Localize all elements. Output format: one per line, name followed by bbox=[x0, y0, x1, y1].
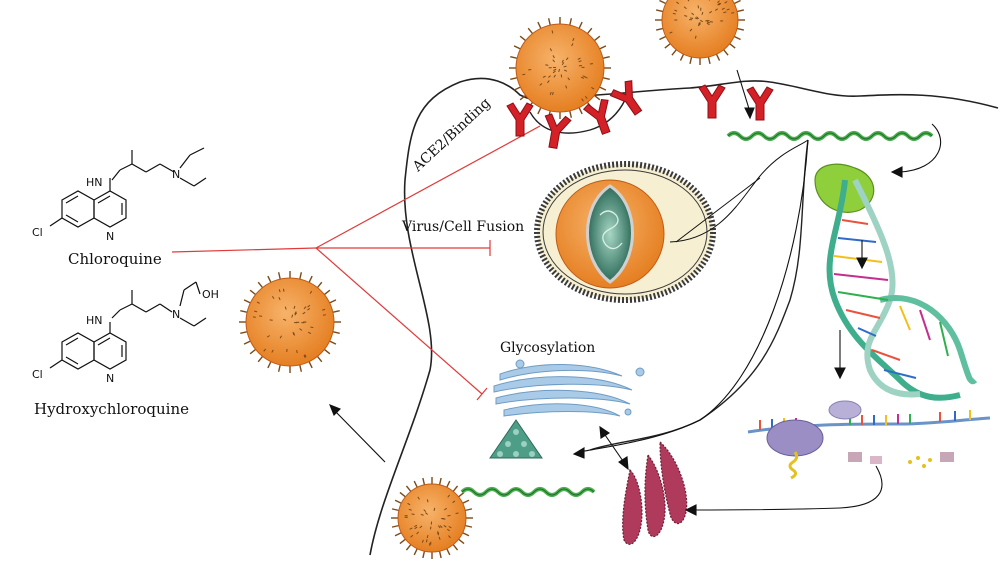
label-chloroquine: Chloroquine bbox=[68, 250, 162, 268]
process-labels: ACE2/Binding Virus/Cell Fusion Glycosyla… bbox=[34, 95, 595, 418]
hcq-atom-nh: HN bbox=[86, 314, 103, 327]
viral-rna-bottom bbox=[462, 489, 594, 495]
endoplasmic-reticulum bbox=[623, 442, 687, 544]
golgi-apparatus bbox=[494, 360, 644, 416]
cq-atom-n-amine: N bbox=[172, 168, 180, 181]
hcq-atom-oh: OH bbox=[202, 288, 219, 301]
cq-atom-cl: Cl bbox=[32, 226, 43, 239]
inhibition-lines bbox=[172, 126, 540, 400]
chloroquine-structure bbox=[50, 148, 206, 227]
translation-strand bbox=[748, 401, 990, 478]
vesicle-cluster bbox=[490, 420, 542, 458]
ace2-receptor-5 bbox=[699, 85, 725, 118]
endosome bbox=[537, 140, 808, 300]
viral-rna-top bbox=[728, 133, 932, 139]
ace2-receptor-2 bbox=[540, 113, 571, 150]
virus-exiting bbox=[391, 477, 473, 559]
virus-free bbox=[239, 271, 341, 373]
replication-complex bbox=[815, 164, 975, 398]
cq-atom-nh: HN bbox=[86, 176, 103, 189]
hcq-atom-n-amine: N bbox=[172, 308, 180, 321]
virus-entering bbox=[655, 0, 745, 65]
ace2-receptor-1 bbox=[507, 103, 533, 136]
label-ace2-binding: ACE2/Binding bbox=[409, 95, 494, 176]
cq-atom-n-ring: N bbox=[106, 230, 114, 243]
virus-binding bbox=[509, 17, 611, 119]
hydroxychloroquine-structure bbox=[50, 282, 206, 369]
hcq-atom-n-ring: N bbox=[106, 372, 114, 385]
hcq-atom-cl: Cl bbox=[32, 368, 43, 381]
label-glycosylation: Glycosylation bbox=[500, 340, 595, 356]
label-hydroxychloroquine: Hydroxychloroquine bbox=[34, 400, 189, 418]
label-virus-cell-fusion: Virus/Cell Fusion bbox=[401, 219, 524, 235]
